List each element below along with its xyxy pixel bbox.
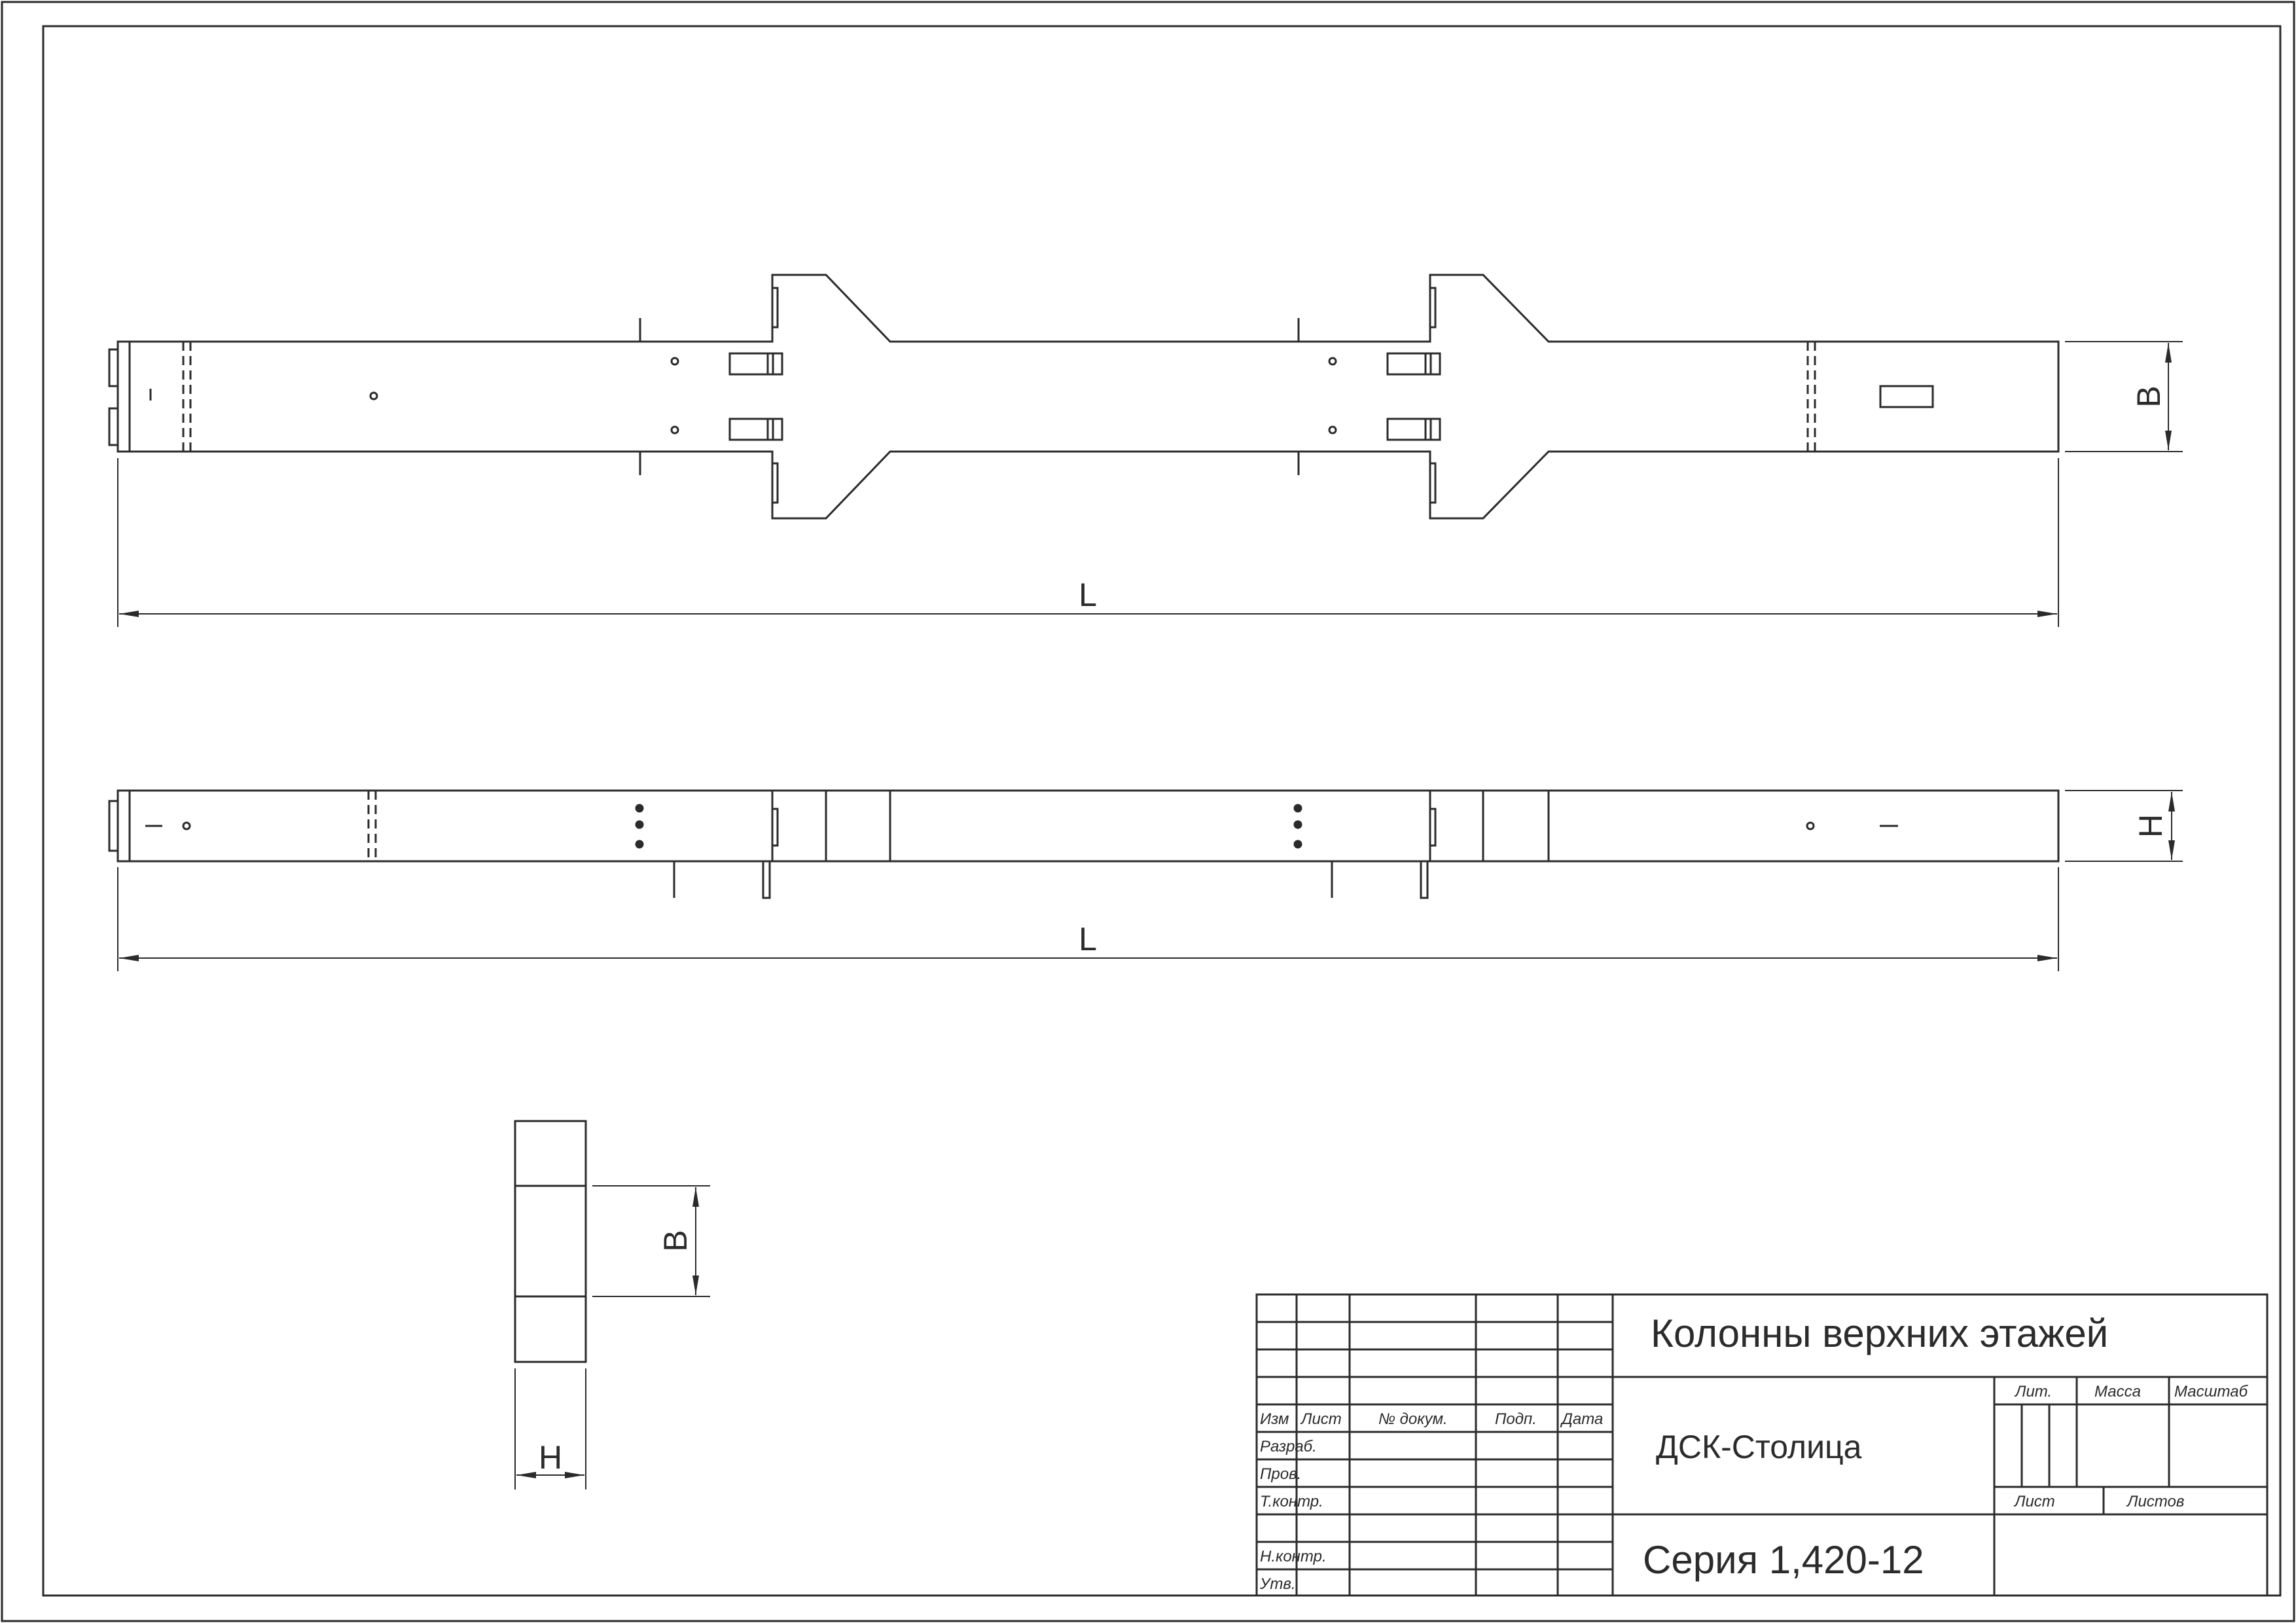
anchor-point	[635, 804, 644, 813]
role-razrab: Разраб.	[1260, 1438, 1317, 1455]
organization-name: ДСК-Столица	[1656, 1429, 1862, 1465]
field-lit: Лит.	[2014, 1383, 2052, 1400]
height-dimension-label: H	[2132, 814, 2169, 838]
col-doc-no: № докум.	[1378, 1410, 1448, 1428]
field-list: Лист	[2013, 1493, 2055, 1510]
console-bracket	[772, 287, 779, 329]
console-bracket	[772, 808, 779, 847]
series-label: Серия 1,420-12	[1643, 1538, 1924, 1582]
drawing-frame	[42, 25, 2282, 1597]
col-izm: Изм	[1260, 1410, 1289, 1428]
hole	[670, 425, 679, 435]
col-list: Лист	[1300, 1410, 1342, 1428]
hole	[1806, 821, 1815, 830]
slot	[1879, 385, 1934, 408]
field-listov: Листов	[2126, 1493, 2184, 1510]
anchor-point	[635, 820, 644, 829]
height-dimension-label: H	[539, 1439, 562, 1476]
hole	[369, 391, 378, 401]
console-bracket	[772, 462, 779, 504]
length-dimension-label: L	[1079, 921, 1097, 957]
column-side-view	[108, 789, 2183, 971]
section-outline	[514, 1120, 587, 1363]
anchor-point	[635, 840, 644, 849]
hole	[182, 821, 191, 830]
hole	[1328, 425, 1337, 435]
anchor-point	[1293, 804, 1302, 813]
title-block: Колонны верхних этажей ДСК-Столица Серия…	[1255, 1293, 2269, 1597]
console-bracket	[1430, 287, 1437, 329]
console-bracket	[1430, 462, 1437, 504]
embedded-plate	[1386, 352, 1441, 376]
role-nkontr: Н.контр.	[1260, 1548, 1327, 1565]
role-tkontr: Т.контр.	[1260, 1493, 1323, 1510]
title-block-frame	[1255, 1293, 2269, 1597]
column-outline	[117, 789, 2060, 863]
width-dimension-label: B	[2130, 385, 2167, 407]
drawing-title: Колонны верхних этажей	[1651, 1311, 2108, 1355]
embedded-plate	[728, 352, 783, 376]
column-plan-view	[108, 274, 2183, 627]
column-outline	[117, 274, 2060, 520]
console-bracket	[1430, 808, 1437, 847]
anchor-point	[1293, 820, 1302, 829]
embedded-plate	[728, 418, 783, 441]
col-sign: Подп.	[1495, 1410, 1537, 1428]
end-stub	[108, 348, 119, 387]
col-date: Дата	[1560, 1410, 1603, 1428]
plate-edge	[762, 860, 771, 899]
plate-edge	[1420, 860, 1429, 899]
column-section-view	[514, 1120, 710, 1489]
length-dimension-label: L	[1079, 577, 1097, 613]
role-utv: Утв.	[1259, 1575, 1296, 1593]
embedded-plate	[1386, 418, 1441, 441]
field-massa: Масса	[2094, 1383, 2141, 1400]
end-stub	[108, 407, 119, 446]
role-prov: Пров.	[1260, 1465, 1301, 1483]
field-masshtab: Масштаб	[2174, 1383, 2249, 1400]
width-dimension-label: B	[657, 1230, 694, 1251]
anchor-point	[1293, 840, 1302, 849]
end-stub	[108, 800, 119, 852]
hole	[670, 357, 679, 366]
hole	[1328, 357, 1337, 366]
